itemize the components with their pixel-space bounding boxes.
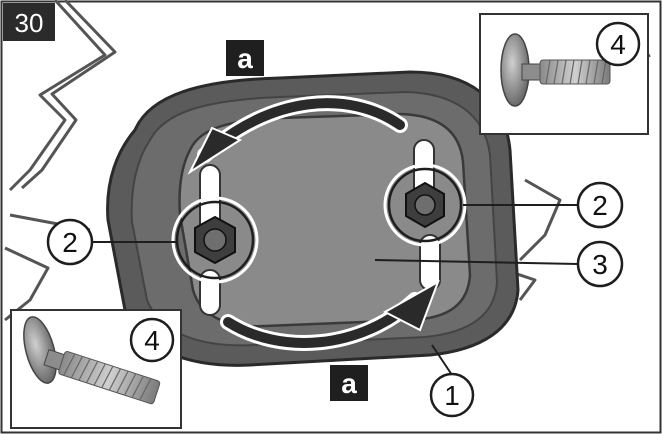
callout-plate: 3	[576, 240, 624, 288]
arrow-head-bottom	[382, 279, 440, 332]
bolt-inset-bottom: 4	[10, 309, 182, 429]
direction-label-top: a	[237, 43, 253, 74]
bolt-inset-top: 4	[479, 13, 649, 135]
svg-text:3: 3	[592, 249, 608, 280]
svg-text:1: 1	[444, 380, 460, 411]
screw-left	[171, 196, 259, 284]
bolt-icon	[23, 316, 161, 405]
svg-text:2: 2	[62, 227, 78, 258]
bolt-icon	[500, 33, 611, 107]
leader-lines	[93, 204, 579, 376]
direction-label-top-box	[226, 40, 264, 76]
rotation-arrows	[187, 95, 440, 351]
callout-screw-left: 2	[46, 218, 94, 266]
direction-label-bottom-box	[330, 365, 368, 401]
callout-screw-right: 2	[576, 181, 624, 229]
step-number: 30	[15, 8, 44, 38]
direction-label-bottom: a	[341, 368, 357, 399]
step-number-badge	[3, 3, 55, 41]
callout-cover: 1	[429, 372, 475, 418]
callout-bolt-bottom: 4	[144, 325, 160, 356]
svg-text:2: 2	[592, 190, 608, 221]
callout-bolt-top: 4	[610, 29, 626, 60]
arrow-head-top	[187, 126, 243, 175]
